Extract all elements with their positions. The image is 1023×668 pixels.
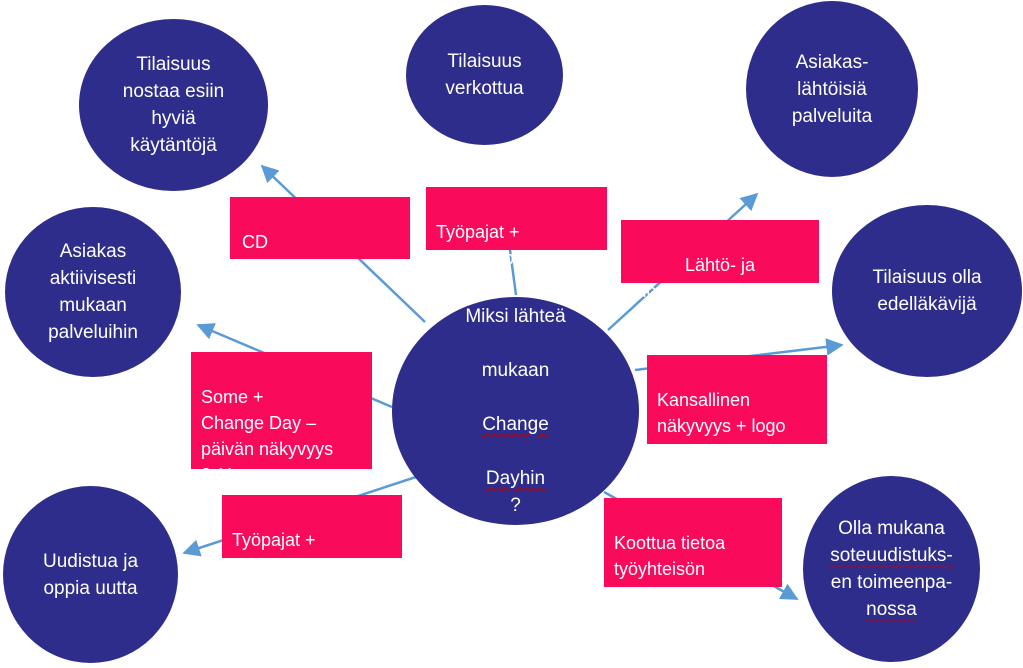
box-info: Koottua tietoa työyhteisön hyödynettäväk… bbox=[604, 498, 782, 605]
box-workshops-meetings-text: Työpajat + verkkotapaamiset bbox=[436, 222, 578, 268]
center-circle: Miksi lähteä mukaan Change Dayhin? bbox=[392, 297, 639, 525]
center-line1: Miksi lähteä bbox=[465, 306, 566, 327]
circle-renew: Uudistua ja oppia uutta bbox=[3, 486, 178, 663]
center-line4-word: Dayhin bbox=[485, 468, 546, 489]
circle-sote: Olla mukana soteuudistuks- en toimeenpa-… bbox=[803, 476, 980, 662]
box-some: Some + Change Day – päivän näkyvyys 3.11… bbox=[191, 352, 372, 485]
circle-network-text: Tilaisuus verkottua bbox=[445, 51, 524, 99]
circle-sote-line3: en toimeenpa- bbox=[830, 572, 953, 593]
center-line4: Dayhin? bbox=[465, 465, 565, 519]
circle-customer-oriented: Asiakas- lähtöisiä palveluita bbox=[746, 1, 918, 177]
box-survey: Lähtö- ja loppuasiakaskysely bbox=[621, 220, 819, 301]
circle-customer-active-text: Asiakas aktiivisesti mukaan palveluihin bbox=[48, 241, 138, 343]
circle-sote-text: Olla mukana soteuudistuks- en toimeenpa-… bbox=[830, 515, 953, 623]
box-cd: CD viestintä+tuki bbox=[230, 197, 410, 278]
circle-good-practices-text: Tilaisuus nostaa esiin hyviä käytäntöjä bbox=[122, 54, 225, 156]
box-some-text: Some + Change Day – päivän näkyvyys 3.11… bbox=[201, 387, 334, 485]
circle-forerunner: Tilaisuus olla edelläkävijä bbox=[832, 205, 1022, 377]
circle-customer-active: Asiakas aktiivisesti mukaan palveluihin bbox=[5, 207, 181, 377]
box-workshops-platform-text: Työpajat + verkkoalusta bbox=[232, 530, 334, 576]
box-workshops-meetings: Työpajat + verkkotapaamiset bbox=[426, 187, 607, 268]
center-line2: mukaan bbox=[481, 360, 550, 381]
circle-sote-line2: soteuudistuks- bbox=[830, 545, 953, 566]
circle-renew-text: Uudistua ja oppia uutta bbox=[42, 550, 139, 599]
center-text: Miksi lähteä mukaan Change Dayhin? bbox=[465, 276, 565, 546]
box-workshops-platform: Työpajat + verkkoalusta bbox=[222, 495, 402, 576]
circle-customer-oriented-text: Asiakas- lähtöisiä palveluita bbox=[791, 51, 873, 127]
circle-network: Tilaisuus verkottua bbox=[406, 5, 563, 145]
center-line4-mark: ? bbox=[510, 495, 521, 516]
box-national: Kansallinen näkyvyys + logo nettisivuill… bbox=[647, 355, 827, 462]
circle-good-practices: Tilaisuus nostaa esiin hyviä käytäntöjä bbox=[79, 19, 268, 191]
box-cd-text: CD viestintä+tuki bbox=[242, 232, 347, 278]
box-national-text: Kansallinen näkyvyys + logo nettisivuill… bbox=[657, 390, 786, 462]
box-info-text: Koottua tietoa työyhteisön hyödynettäväk… bbox=[614, 533, 744, 605]
circle-sote-line1: Olla mukana bbox=[838, 518, 945, 539]
box-survey-text: Lähtö- ja loppuasiakaskysely bbox=[642, 255, 798, 301]
circle-forerunner-text: Tilaisuus olla edelläkävijä bbox=[872, 267, 982, 315]
center-line3: Change bbox=[482, 414, 549, 435]
circle-sote-line4: nossa bbox=[866, 599, 917, 620]
